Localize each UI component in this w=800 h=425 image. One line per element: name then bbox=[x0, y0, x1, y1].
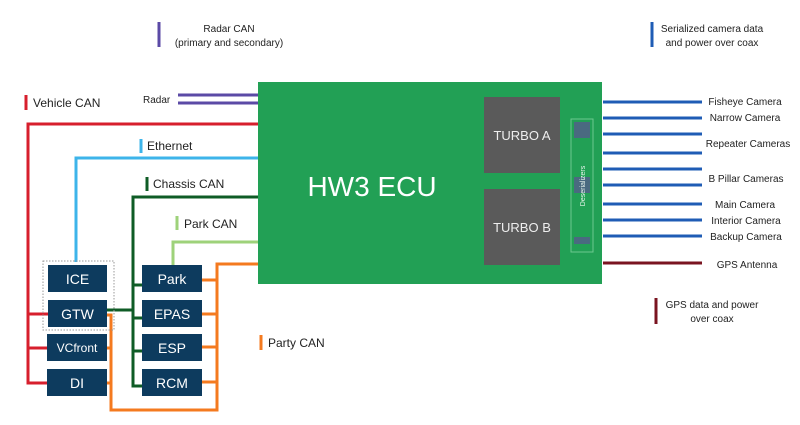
radar-label: Radar bbox=[143, 95, 171, 106]
turbo-b-chip bbox=[484, 189, 560, 265]
deserializer-chip bbox=[574, 122, 590, 138]
camera-repeater: Repeater Cameras bbox=[706, 139, 790, 150]
module-gtw[interactable]: GTW bbox=[48, 300, 107, 327]
turbo-b-label: TURBO B bbox=[493, 220, 551, 235]
camera-legend-line1: Serialized camera data bbox=[661, 24, 764, 35]
camera-main: Main Camera bbox=[715, 200, 775, 211]
radar-can-legend-line1: Radar CAN bbox=[203, 24, 254, 35]
module-esp[interactable]: ESP bbox=[142, 334, 202, 361]
module-rcm[interactable]: RCM bbox=[142, 369, 202, 396]
module-epas[interactable]: EPAS bbox=[142, 300, 202, 327]
vehicle-can-legend: Vehicle CAN bbox=[33, 96, 100, 110]
module-di[interactable]: DI bbox=[47, 369, 107, 396]
party-can-legend: Party CAN bbox=[268, 336, 325, 350]
module-park[interactable]: Park bbox=[142, 265, 202, 292]
ice-gtw-group-outline bbox=[42, 260, 115, 331]
deserializers-label: Deserializers bbox=[580, 165, 587, 206]
camera-fisheye: Fisheye Camera bbox=[708, 97, 782, 108]
camera-lines bbox=[603, 100, 702, 238]
module-esp-label: ESP bbox=[158, 340, 186, 356]
park-can-legend: Park CAN bbox=[184, 217, 237, 231]
gps-legend-line1: GPS data and power bbox=[666, 300, 760, 311]
module-gtw-label: GTW bbox=[61, 306, 94, 322]
camera-backup: Backup Camera bbox=[710, 232, 782, 243]
module-rcm-label: RCM bbox=[156, 375, 188, 391]
module-vcfront-label: VCfront bbox=[57, 341, 98, 355]
ethernet-legend: Ethernet bbox=[147, 139, 193, 153]
module-ice[interactable]: ICE bbox=[48, 265, 107, 292]
module-di-label: DI bbox=[70, 375, 84, 391]
camera-interior: Interior Camera bbox=[711, 216, 781, 227]
turbo-a-chip bbox=[484, 97, 560, 173]
module-epas-label: EPAS bbox=[154, 306, 190, 322]
camera-b-pillar: B Pillar Cameras bbox=[708, 174, 783, 185]
gps-antenna-label: GPS Antenna bbox=[717, 260, 778, 271]
camera-legend-line2: and power over coax bbox=[666, 38, 759, 49]
vehicle-can-bus bbox=[26, 122, 258, 385]
radar-can-legend-line2: (primary and secondary) bbox=[175, 38, 283, 49]
party-can-bus bbox=[107, 262, 258, 412]
deserializers-strip bbox=[570, 118, 594, 253]
park-can-bus bbox=[171, 240, 258, 265]
hw3-ecu: HW3 ECU TURBO A TURBO B Deserializers bbox=[258, 82, 602, 284]
deserializer-chip bbox=[574, 237, 590, 244]
gps-legend-line2: over coax bbox=[690, 314, 733, 325]
deserializer-chip bbox=[574, 177, 590, 193]
module-park-label: Park bbox=[158, 271, 188, 287]
module-ice-label: ICE bbox=[66, 271, 89, 287]
radar-can-lines bbox=[178, 93, 258, 105]
chassis-can-legend: Chassis CAN bbox=[153, 177, 224, 191]
chassis-can-bus bbox=[107, 195, 258, 388]
camera-narrow: Narrow Camera bbox=[710, 113, 781, 124]
ecu-title: HW3 ECU bbox=[307, 171, 436, 202]
camera-labels: Fisheye Camera Narrow Camera Repeater Ca… bbox=[706, 97, 790, 271]
turbo-a-label: TURBO A bbox=[493, 128, 550, 143]
module-vcfront[interactable]: VCfront bbox=[47, 334, 107, 361]
ethernet-bus bbox=[74, 156, 258, 262]
